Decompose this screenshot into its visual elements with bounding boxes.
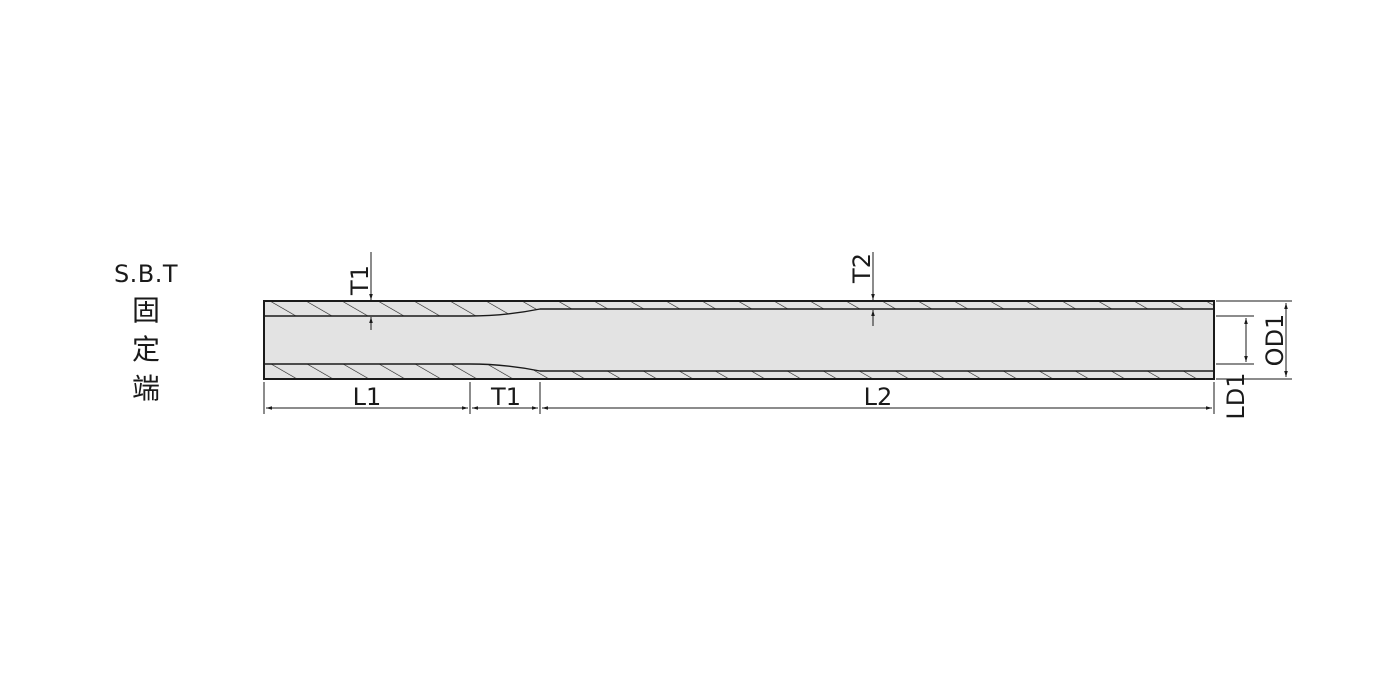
length-dimensions: L1 T1 L2: [263, 382, 1215, 414]
tube-body: [263, 300, 1215, 380]
l2-label: L2: [864, 383, 893, 411]
t1-top-label: T1: [346, 265, 374, 296]
ld1-label: LD1: [1222, 372, 1250, 419]
l1-label: L1: [353, 383, 382, 411]
tube-outline: [263, 300, 1215, 380]
od1-label: OD1: [1261, 314, 1289, 367]
t1-bottom-label: T1: [490, 383, 521, 411]
fixed-end-code: S.B.T: [113, 260, 179, 288]
t2-top-label: T2: [848, 253, 876, 284]
top-wall-hatch: [264, 301, 1214, 316]
tube-bore: [264, 309, 1214, 371]
fixed-end-char-1: 固: [131, 294, 160, 327]
bottom-wall-hatch: [264, 364, 1214, 379]
fixed-end-char-2: 定: [131, 333, 160, 366]
fixed-end-label: S.B.T 固 定 端: [108, 262, 184, 403]
t1-thickness-indicator: T1: [346, 252, 374, 330]
t2-thickness-indicator: T2: [848, 252, 876, 326]
fixed-end-char-3: 端: [131, 372, 160, 405]
diameter-dimensions: LD1 OD1: [1216, 300, 1292, 420]
